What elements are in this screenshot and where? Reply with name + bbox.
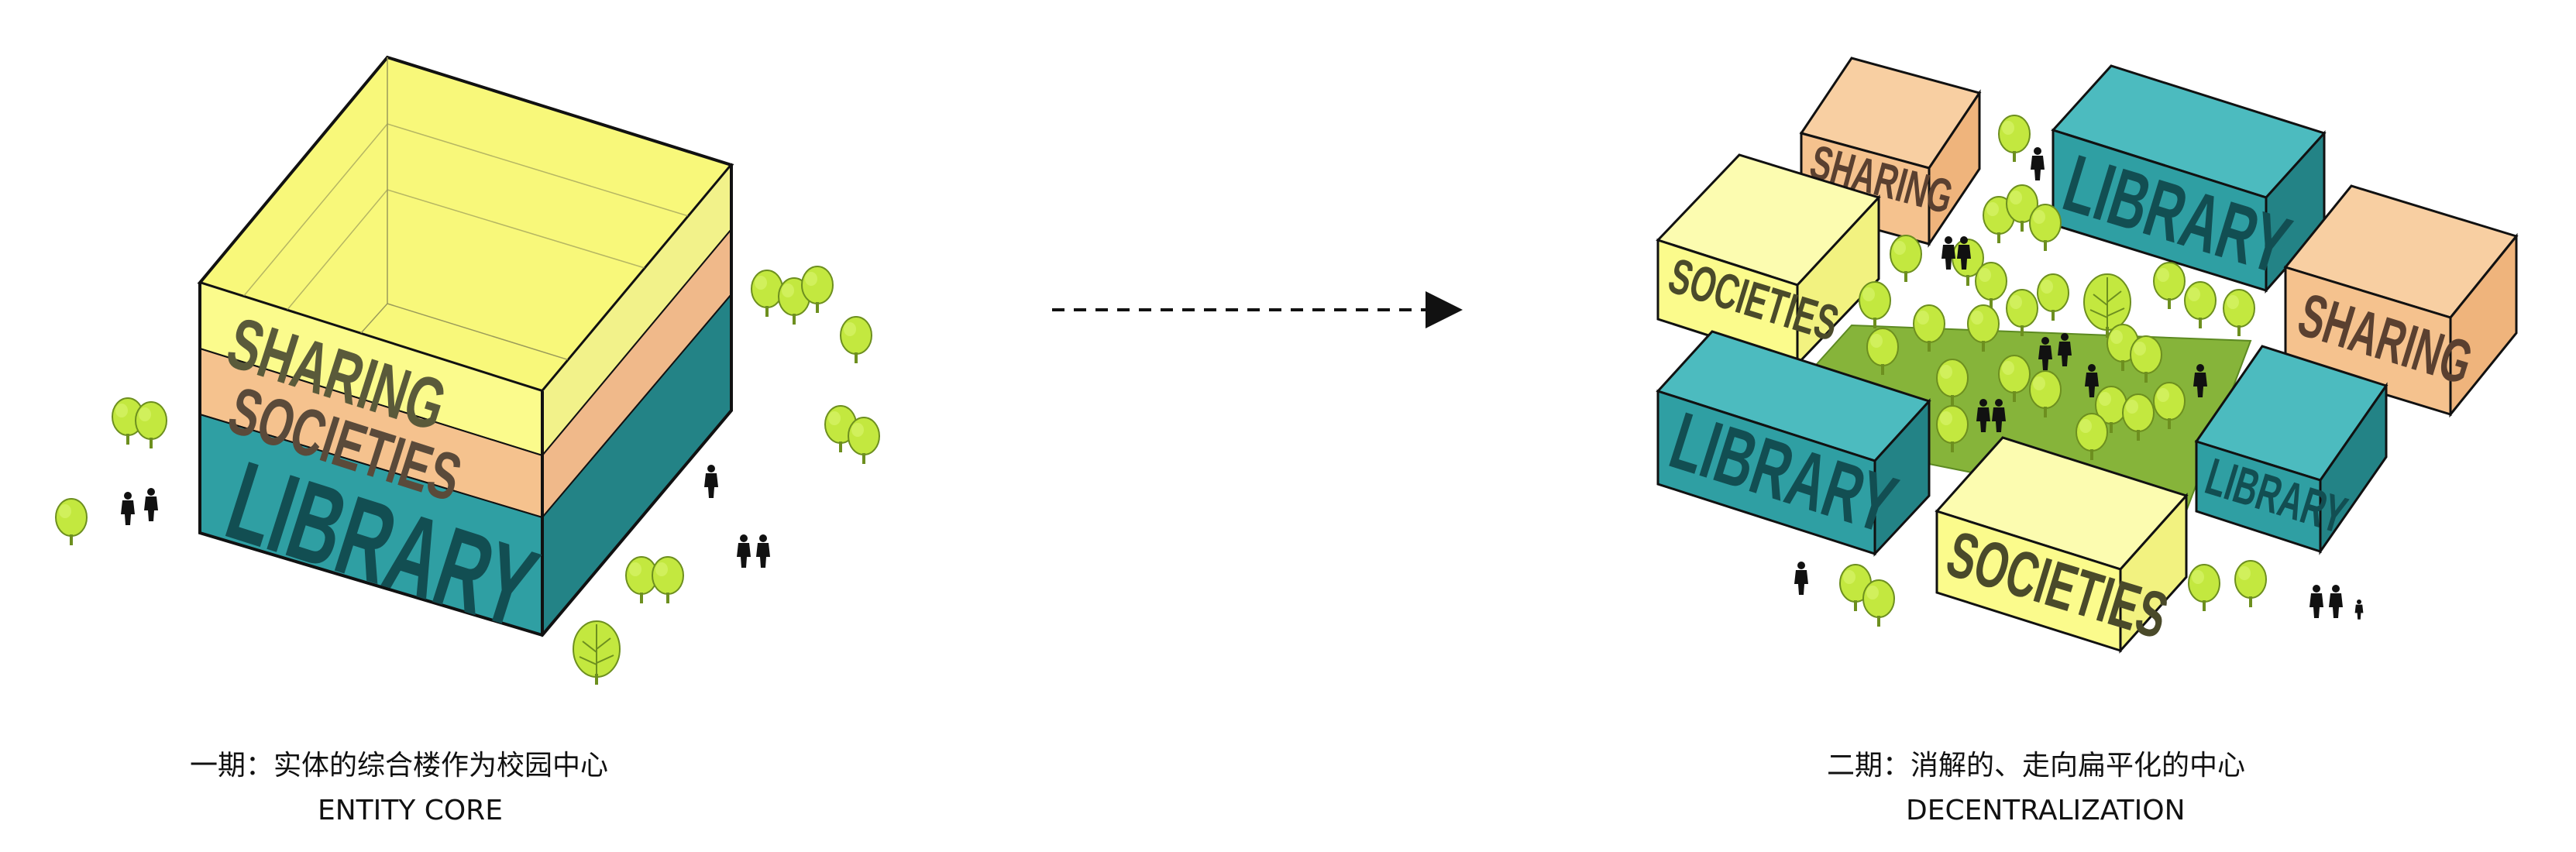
person-icon — [144, 488, 158, 521]
caption-right-en: DECENTRALIZATION — [1906, 795, 2186, 826]
tree-icon — [573, 620, 621, 685]
decentralization-campus: SHARING LIBRARY SOCIETIES SHARING — [1656, 57, 2519, 654]
block-library-right: LIBRARY — [2194, 345, 2389, 555]
tree-icon — [1975, 262, 2007, 310]
entity-core-building: SHARING SOCIETIES LIBRARY — [197, 55, 734, 652]
child-icon — [2354, 599, 2364, 620]
person-icon — [1794, 562, 1808, 595]
tree-icon — [840, 316, 872, 364]
tree-icon — [2234, 560, 2267, 608]
person-icon — [704, 465, 718, 498]
caption-left-en: ENTITY CORE — [318, 795, 503, 826]
tree-icon — [652, 556, 684, 604]
block-library-top: LIBRARY — [2051, 64, 2327, 294]
person-icon — [2309, 585, 2323, 618]
caption-right-cn: 二期：消解的、走向扁平化的中心 — [1827, 750, 2245, 782]
caption-left-cn: 一期：实体的综合楼作为校园中心 — [190, 750, 608, 782]
person-icon — [121, 492, 135, 525]
tree-icon — [1859, 281, 1891, 329]
tree-icon — [55, 498, 88, 546]
tree-icon — [2184, 281, 2217, 329]
tree-icon — [1862, 579, 1895, 627]
tree-icon — [2153, 262, 2186, 310]
tree-icon — [751, 270, 783, 318]
person-icon — [2031, 147, 2045, 180]
tree-icon — [2006, 289, 2038, 337]
tree-icon — [1998, 115, 2031, 163]
block-sharing-right: SHARING — [2283, 184, 2519, 418]
person-icon — [2329, 585, 2343, 618]
person-icon — [756, 534, 770, 568]
block-societies-bottom: SOCIETIES — [1935, 436, 2189, 654]
tree-icon — [2037, 273, 2069, 321]
tree-icon — [2223, 289, 2255, 337]
person-icon — [737, 534, 751, 568]
tree-icon — [848, 417, 880, 465]
tree-icon — [1890, 235, 1922, 283]
tree-icon — [2188, 564, 2220, 612]
tree-icon — [2029, 204, 2062, 252]
tree-icon — [135, 401, 167, 449]
